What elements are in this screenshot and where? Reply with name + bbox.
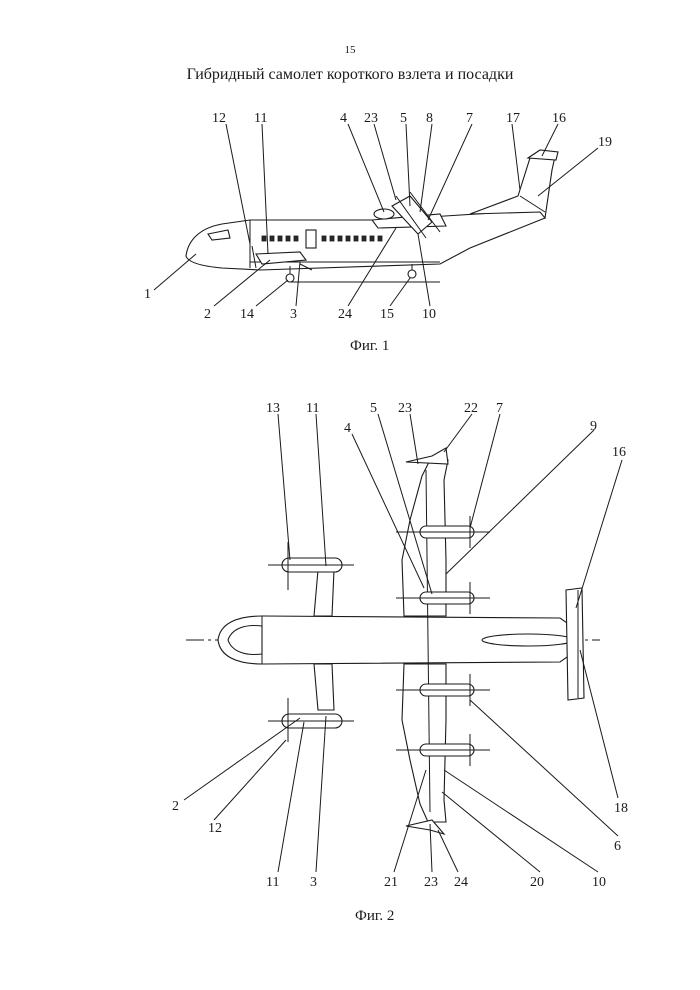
fig2-label: 10 — [592, 875, 606, 890]
fig2-canard-upper — [313, 569, 335, 617]
fig1-label: 3 — [290, 307, 297, 322]
fig2-winglet-lower — [405, 819, 446, 836]
fig1-window-row — [261, 235, 383, 242]
fig2-label: 23 — [424, 875, 438, 890]
fig1-front-prop — [251, 245, 257, 269]
document-title: Гибридный самолет короткого взлета и пос… — [186, 66, 514, 83]
fig2-label: 4 — [344, 421, 351, 436]
fig1-label: 7 — [466, 111, 473, 126]
fig1-prop-blade-2 — [409, 191, 441, 233]
fig1-label: 15 — [380, 307, 394, 322]
fig2-top-view: 13 11 5 23 22 7 9 4 16 2 12 11 3 21 23 2… — [172, 401, 628, 890]
fig2-leader-lines — [183, 413, 623, 873]
fig1-label: 10 — [422, 307, 436, 322]
fig2-label: 12 — [208, 821, 222, 836]
page-number: 15 — [344, 44, 356, 56]
fig2-wing-engines — [396, 516, 490, 766]
fig1-label: 24 — [338, 307, 352, 322]
fig1-label: 16 — [552, 111, 566, 126]
fig1-label: 19 — [598, 135, 612, 150]
fig2-label: 22 — [464, 401, 478, 416]
figure-1-caption: Фиг. 1 — [350, 338, 390, 354]
fig2-label: 24 — [454, 875, 468, 890]
fig2-label: 16 — [612, 445, 626, 460]
fig1-cockpit-window — [207, 229, 231, 241]
fig2-label: 11 — [306, 401, 319, 416]
fig2-tail-pod — [481, 633, 575, 647]
fig1-prop-blade — [395, 195, 427, 239]
fig1-leader-lines — [153, 123, 599, 307]
fig1-label: 11 — [254, 111, 267, 126]
fig2-label: 7 — [496, 401, 503, 416]
fig2-winglet-upper — [405, 447, 449, 465]
fig2-label: 23 — [398, 401, 412, 416]
fig1-label: 17 — [506, 111, 520, 126]
fig1-label: 2 — [204, 307, 211, 322]
fig1-door — [305, 229, 317, 249]
fig1-label: 1 — [144, 287, 151, 302]
fig2-canard-lower — [313, 663, 335, 711]
fig1-label: 8 — [426, 111, 433, 126]
figure-2-caption: Фиг. 2 — [355, 908, 395, 924]
fig1-label: 14 — [240, 307, 254, 322]
fig1-label: 12 — [212, 111, 226, 126]
fig1-canard-tip — [299, 263, 313, 271]
fig2-label: 18 — [614, 801, 628, 816]
fig2-label: 20 — [530, 875, 544, 890]
fig1-side-view: 12 11 4 23 5 8 7 17 16 19 1 2 14 3 24 15… — [144, 111, 612, 322]
fig1-label: 23 — [364, 111, 378, 126]
fig2-label: 5 — [370, 401, 377, 416]
fig1-label: 4 — [340, 111, 347, 126]
fig1-stabilizer-line — [519, 195, 546, 213]
fig1-main-gear — [407, 269, 417, 279]
fig2-label: 9 — [590, 419, 597, 434]
fig2-label: 3 — [310, 875, 317, 890]
fig2-label: 11 — [266, 875, 279, 890]
fig2-label: 6 — [614, 839, 621, 854]
fig1-label: 5 — [400, 111, 407, 126]
fig1-nacelle — [373, 208, 395, 220]
fig2-label: 13 — [266, 401, 280, 416]
fig2-horizontal-tail — [565, 587, 585, 701]
fig1-vertical-tail — [469, 151, 557, 220]
fig2-label: 21 — [384, 875, 398, 890]
fig2-label: 2 — [172, 799, 179, 814]
